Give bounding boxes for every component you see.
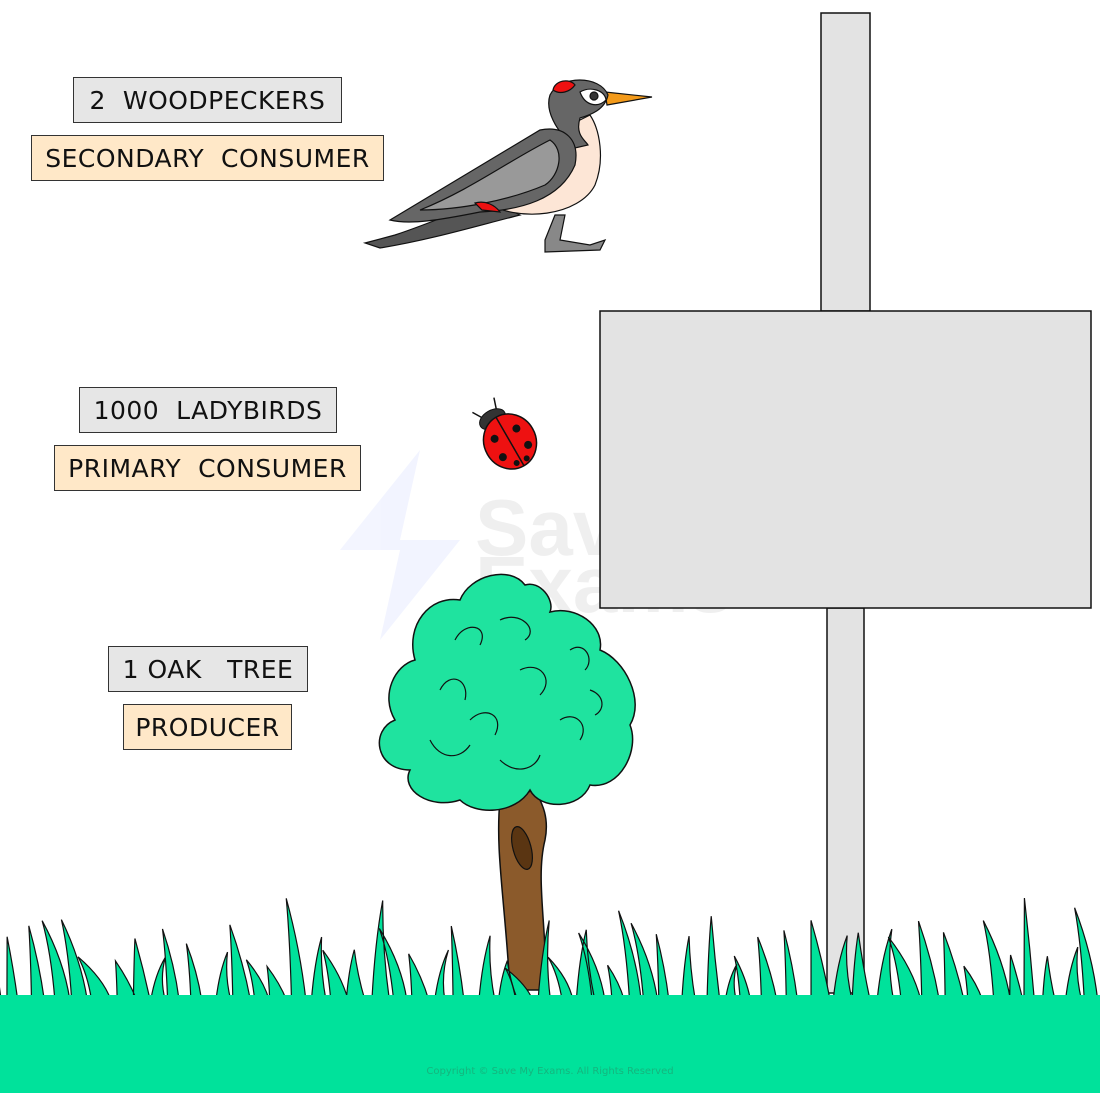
- signpost: [599, 12, 1092, 994]
- secondary-consumer-label: SECONDARY CONSUMER: [31, 135, 384, 181]
- copyright-text: Copyright © Save My Exams. All Rights Re…: [426, 1066, 674, 1077]
- primary-consumer-label: PRIMARY CONSUMER: [54, 445, 361, 491]
- woodpeckers-count-label: 2 WOODPECKERS: [73, 77, 342, 123]
- grass: [0, 897, 1100, 1093]
- sign-board: [599, 310, 1092, 609]
- ladybird-illustration: [472, 397, 538, 470]
- woodpecker-illustration: [362, 79, 653, 253]
- producer-label: PRODUCER: [123, 704, 292, 750]
- oak-tree-illustration: [378, 573, 636, 991]
- ladybirds-count-label: 1000 LADYBIRDS: [79, 387, 337, 433]
- oak-tree-count-label: 1 OAK TREE: [108, 646, 308, 692]
